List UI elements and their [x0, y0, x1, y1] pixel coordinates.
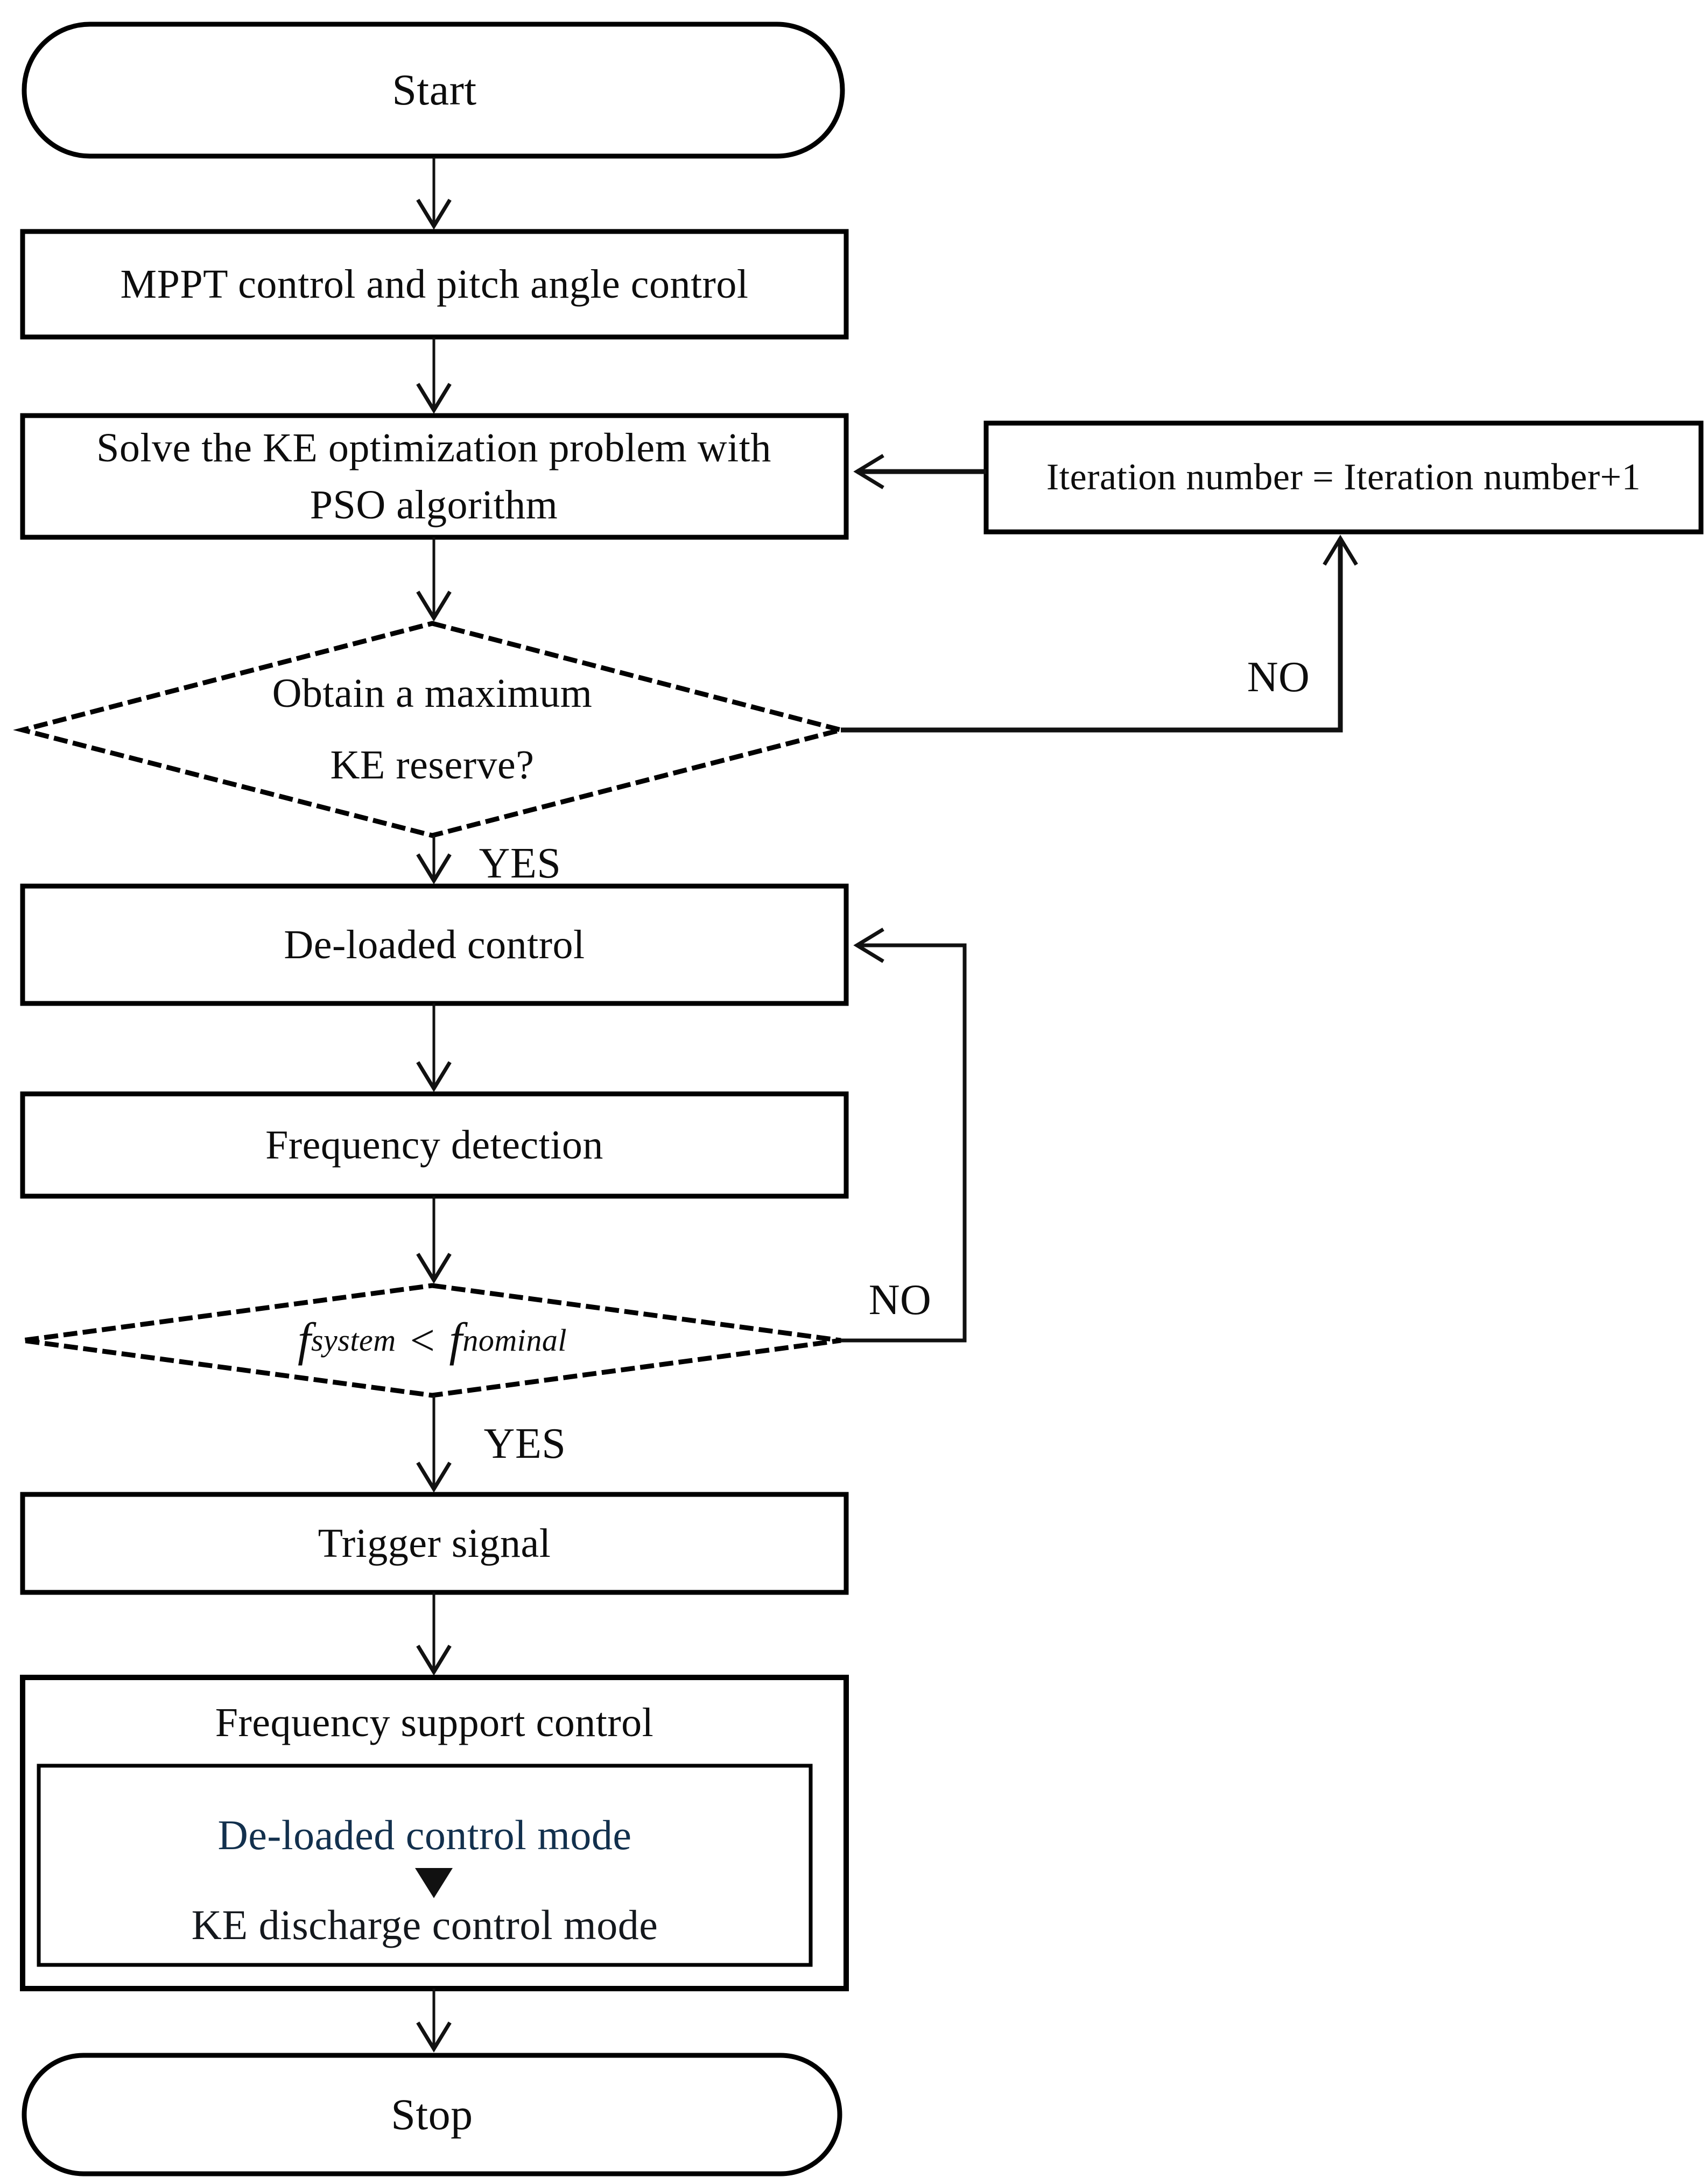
iteration-box-shape: [983, 420, 1704, 535]
mode-inner-box-shape: [37, 1764, 813, 1967]
decision-ke-label: Obtain a maximum KE reserve?: [272, 671, 593, 788]
mode-transition-triangle-icon: [415, 1868, 453, 1898]
deloaded-mode-label: De-loaded control mode: [217, 1811, 632, 1859]
f-nominal-symbol: f: [449, 1314, 463, 1367]
no2-edge-label: NO: [868, 1276, 932, 1324]
decision-ke-diamond-shape: [13, 621, 851, 838]
stop-terminator-shape: [22, 2053, 842, 2176]
deloaded-box-shape: [20, 883, 849, 1006]
stop-label: Stop: [391, 2089, 473, 2139]
less-than-operator: <: [410, 1315, 435, 1365]
no-path-to-iteration: [841, 535, 1358, 733]
start-terminator-shape: [22, 22, 845, 159]
mppt-label: MPPT control and pitch angle control: [120, 261, 749, 307]
no1-edge-label: NO: [1247, 654, 1310, 701]
freq-support-title: Frequency support control: [215, 1700, 654, 1745]
start-label: Start: [392, 65, 477, 115]
yes1-edge-label: YES: [479, 840, 561, 887]
no-path-to-deloaded: [841, 928, 967, 1343]
f-system-symbol: f: [298, 1314, 311, 1367]
freq-detect-label: Frequency detection: [265, 1122, 603, 1168]
yes2-edge-label: YES: [483, 1420, 566, 1467]
decision-freq-diamond-shape: [22, 1283, 841, 1398]
trigger-label: Trigger signal: [318, 1520, 551, 1566]
iteration-label: Iteration number = Iteration number+1: [1046, 457, 1641, 498]
ke-discharge-mode-label: KE discharge control mode: [191, 1901, 658, 1949]
trigger-box-shape: [20, 1492, 849, 1595]
pso-label: Solve the KE optimization problem with P…: [96, 425, 771, 528]
deloaded-label: De-loaded control: [284, 922, 585, 967]
mppt-box-shape: [20, 229, 849, 340]
